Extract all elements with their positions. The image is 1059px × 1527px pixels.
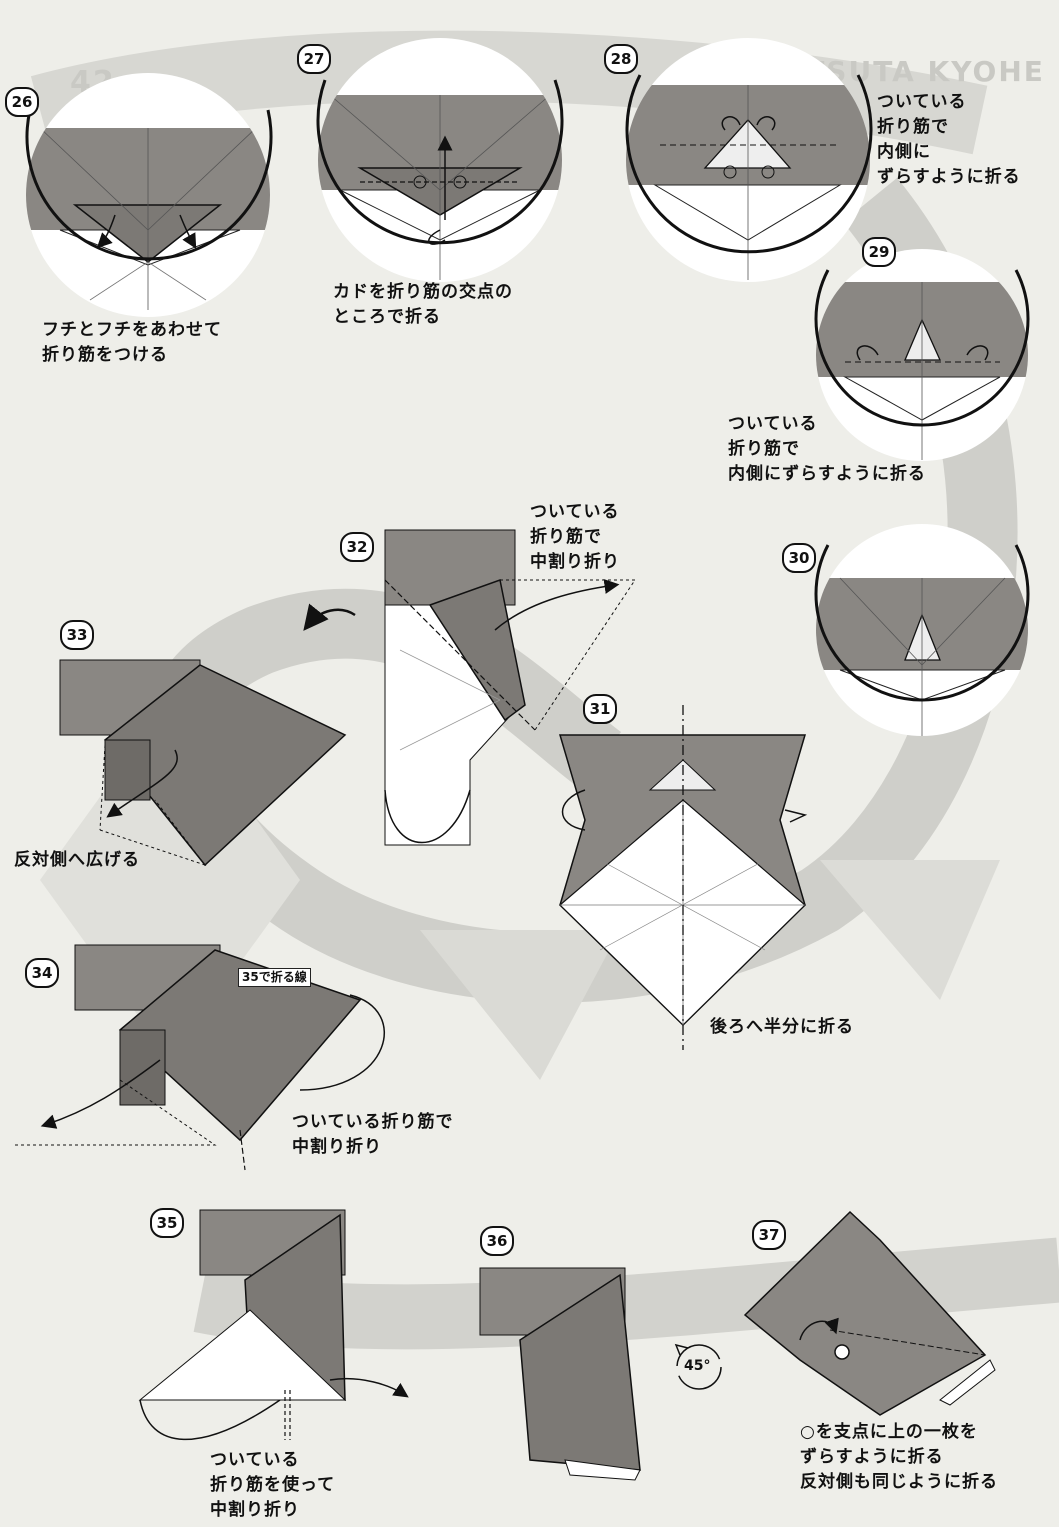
step-29-badge: 29 [862, 237, 896, 267]
step-26-caption: フチとフチをあわせて折り筋をつける [42, 320, 222, 365]
step-32-caption: ついている折り筋で 中割り折り [530, 502, 620, 572]
step-28-diagram [625, 38, 873, 282]
step-26-badge: 26 [5, 87, 39, 117]
step-28-badge: 28 [604, 44, 638, 74]
step-37-caption: ○を支点に上の一枚をずらすように折る 反対側も同じように折る [800, 1422, 998, 1492]
step-36-rotation-label: 45° [684, 1358, 711, 1374]
step-26-diagram [25, 73, 273, 317]
step-34-caption: ついている折り筋で中割り折り [292, 1112, 454, 1157]
step-33-diagram [59, 659, 347, 867]
step-36-diagram [479, 1267, 722, 1481]
step-35-badge: 35 [150, 1208, 184, 1238]
step-29-caption: ついている折り筋で 内側にずらすように折る [728, 414, 926, 484]
step-34-diagram [15, 944, 386, 1171]
step-31-diagram [558, 705, 808, 1050]
step-30-diagram [814, 524, 1030, 736]
step-28-caption: ついている折り筋で 内側にずらすように折る [877, 92, 1021, 187]
step-33-caption: 反対側へ広げる [14, 850, 140, 870]
step-27-caption: カドを折り筋の交点のところで折る [333, 282, 513, 327]
step-31-caption: 後ろへ半分に折る [710, 1017, 854, 1037]
step-30-badge: 30 [782, 543, 816, 573]
step-37-badge: 37 [752, 1220, 786, 1250]
step-27-diagram [316, 38, 564, 282]
step-27-badge: 27 [297, 44, 331, 74]
step-29-diagram [814, 249, 1030, 461]
step-34-badge: 34 [25, 958, 59, 988]
step-34-fold-line-label: 35で折る線 [238, 968, 311, 987]
step-36-badge: 36 [480, 1226, 514, 1256]
step-31-badge: 31 [583, 694, 617, 724]
step-35-diagram [138, 1209, 409, 1441]
step-32-diagram [303, 529, 636, 846]
step-33-badge: 33 [60, 620, 94, 650]
step-37-diagram [743, 1210, 996, 1416]
step-32-badge: 32 [340, 532, 374, 562]
step-35-caption: ついている折り筋を使って 中割り折り [210, 1450, 336, 1520]
